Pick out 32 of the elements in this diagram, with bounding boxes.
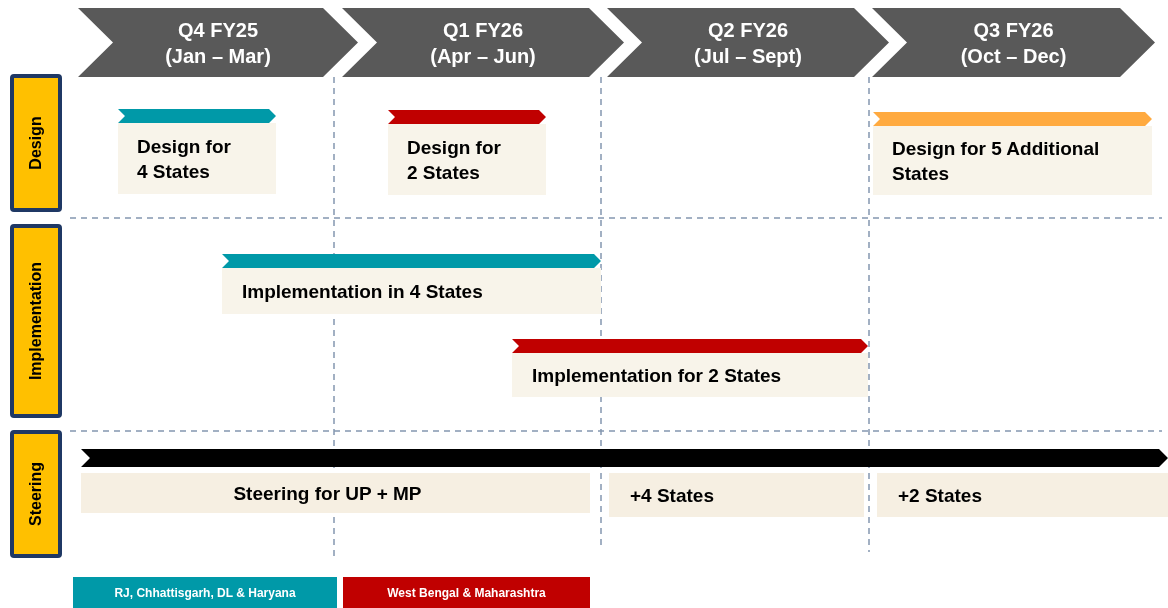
month-range: (Oct – Dec) [960, 43, 1067, 69]
task-box [877, 473, 1168, 517]
task-box [118, 123, 276, 194]
legend-swatch: West Bengal & Maharashtra [343, 577, 590, 608]
month-range: (Apr – Jun) [430, 43, 536, 69]
quarter-label: Q1 FY26 [442, 17, 523, 43]
row-label-box [10, 74, 62, 212]
legend-swatch: RJ, Chhattisgarh, DL & Haryana [73, 577, 337, 608]
quarter-label: Q2 FY26 [707, 17, 788, 43]
task-box [609, 473, 864, 517]
month-range: (Jul – Sept) [694, 43, 802, 69]
month-range: (Jan – Mar) [165, 43, 271, 69]
row-label: Steering [27, 462, 45, 526]
quarter-label: Q4 FY25 [177, 17, 258, 43]
task-box [512, 353, 868, 397]
task-label: Implementation in 4 States [242, 279, 483, 304]
row-label-box [10, 430, 62, 558]
task-box [81, 473, 590, 513]
task-label: Design for 4 States [137, 134, 232, 184]
task-box [388, 124, 546, 195]
task-label: Design for 5 Additional States [892, 136, 1101, 186]
row-label: Design [27, 116, 45, 170]
task-label: +2 States [898, 483, 982, 508]
task-box [222, 268, 601, 314]
quarter-label: Q3 FY26 [973, 17, 1054, 43]
task-label: Design for 2 States [407, 135, 502, 185]
row-label: Implementation [27, 261, 45, 381]
task-label: +4 States [630, 483, 714, 508]
task-label: Implementation for 2 States [532, 363, 782, 388]
task-label: Steering for UP + MP [233, 481, 422, 506]
row-label-box [10, 224, 62, 418]
task-box [873, 126, 1152, 195]
